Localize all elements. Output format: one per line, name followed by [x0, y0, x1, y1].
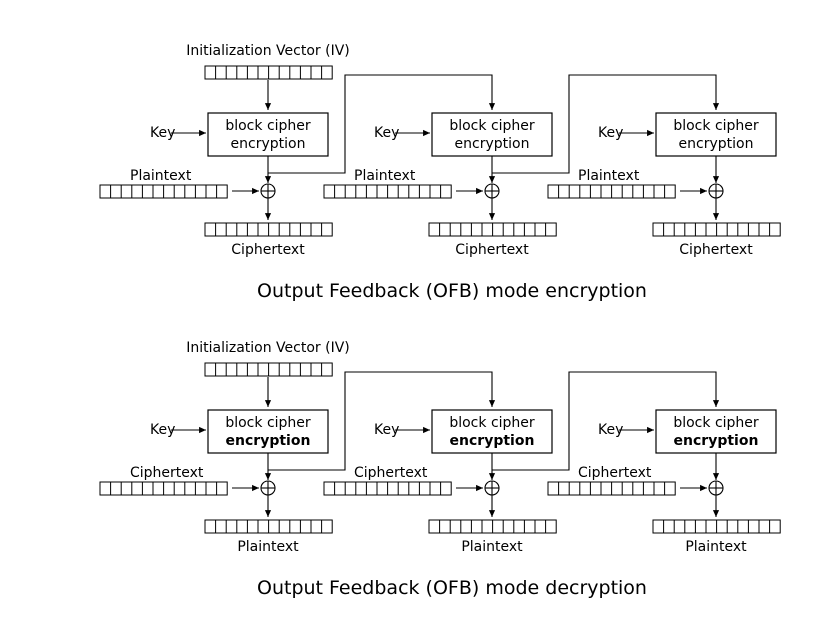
cipher-line1: block cipher	[225, 118, 311, 134]
cipher-line1: block cipher	[449, 415, 535, 431]
cipher-line2: encryption	[679, 136, 754, 152]
output-label: Plaintext	[237, 539, 299, 555]
output-label: Ciphertext	[231, 242, 305, 258]
cipher-line1: block cipher	[673, 415, 759, 431]
output-register	[652, 222, 781, 237]
output-register	[204, 519, 333, 534]
input-register	[99, 184, 228, 199]
key-label: Key	[598, 125, 623, 141]
cipher-line1: block cipher	[225, 415, 311, 431]
iv-label: Initialization Vector (IV)	[186, 43, 350, 59]
iv-register	[204, 65, 333, 80]
output-register	[652, 519, 781, 534]
xor-icon	[260, 183, 276, 199]
cipher-line2: encryption	[455, 136, 530, 152]
cipher-line1: block cipher	[449, 118, 535, 134]
output-label: Plaintext	[461, 539, 523, 555]
stage-1: Key block cipher encryptionPlaintextCipher…	[99, 74, 496, 258]
xor-icon	[484, 183, 500, 199]
key-label: Key	[150, 125, 175, 141]
stage-3: Key block cipher encryptionPlaintextCipher…	[547, 112, 781, 258]
stage-2: Key block cipher encryptionCiphertextPlain…	[323, 371, 720, 555]
input-label: Ciphertext	[578, 465, 652, 481]
xor-icon	[708, 183, 724, 199]
diagram-caption: Output Feedback (OFB) mode decryption	[257, 577, 647, 599]
key-label: Key	[150, 422, 175, 438]
output-register	[204, 222, 333, 237]
cipher-line2: encryption	[231, 136, 306, 152]
xor-icon	[484, 480, 500, 496]
cipher-line1: block cipher	[673, 118, 759, 134]
key-label: Key	[598, 422, 623, 438]
cipher-line2: encryption	[226, 433, 311, 449]
input-register	[99, 481, 228, 496]
input-label: Ciphertext	[130, 465, 204, 481]
key-label: Key	[374, 125, 399, 141]
stage-3: Key block cipher encryptionCiphertextPlain…	[547, 409, 781, 555]
block-cipher-box	[207, 409, 329, 454]
diagram-caption: Output Feedback (OFB) mode encryption	[257, 280, 647, 302]
feedback-wire	[492, 371, 720, 471]
input-label: Plaintext	[354, 168, 416, 184]
output-register	[428, 519, 557, 534]
key-label: Key	[374, 422, 399, 438]
feedback-wire	[268, 371, 496, 471]
input-register	[547, 481, 676, 496]
iv-label: Initialization Vector (IV)	[186, 340, 350, 356]
block-cipher-box	[655, 409, 777, 454]
cipher-line2: encryption	[674, 433, 759, 449]
input-register	[323, 184, 452, 199]
input-register	[323, 481, 452, 496]
xor-icon	[260, 480, 276, 496]
ofb-decryption-diagram: Initialization Vector (IV) Key block ciphe…	[99, 340, 781, 599]
input-label: Plaintext	[130, 168, 192, 184]
stage-2: Key block cipher encryptionPlaintextCipher…	[323, 74, 720, 258]
feedback-wire	[492, 74, 720, 174]
input-label: Plaintext	[578, 168, 640, 184]
output-label: Ciphertext	[455, 242, 529, 258]
output-label: Plaintext	[685, 539, 747, 555]
output-label: Ciphertext	[679, 242, 753, 258]
block-cipher-box	[431, 409, 553, 454]
input-label: Ciphertext	[354, 465, 428, 481]
stage-1: Key block cipher encryptionCiphertextPlain…	[99, 371, 496, 555]
cipher-line2: encryption	[450, 433, 535, 449]
feedback-wire	[268, 74, 496, 174]
output-register	[428, 222, 557, 237]
iv-register	[204, 362, 333, 377]
input-register	[547, 184, 676, 199]
xor-icon	[708, 480, 724, 496]
ofb-encryption-diagram: Initialization Vector (IV) Key block ciphe…	[99, 43, 781, 302]
